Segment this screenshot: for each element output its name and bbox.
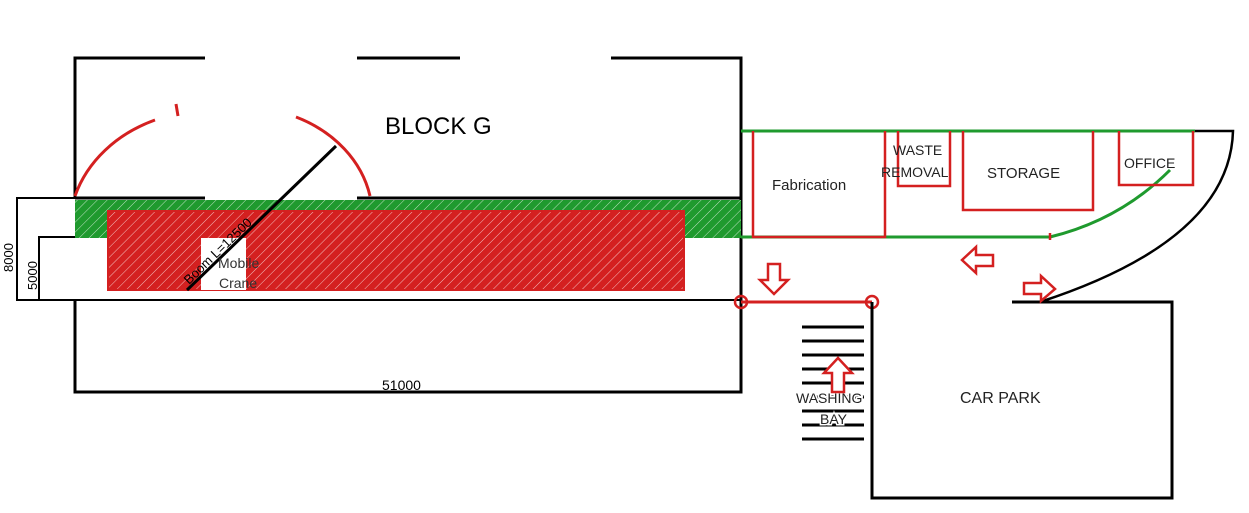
waste-removal-label-2: REMOVAL: [881, 164, 949, 180]
crane-zone: [107, 210, 685, 291]
arrow-down-icon: [756, 262, 792, 296]
arrow-up-icon: [821, 356, 855, 394]
storage-label: STORAGE: [987, 165, 1060, 182]
office-label: OFFICE: [1124, 155, 1175, 171]
arrow-right-icon: [1022, 273, 1057, 304]
fabrication-label: Fabrication: [772, 177, 846, 194]
washing-bay-label-1: WASHING: [796, 390, 862, 406]
slab-outline: [16, 197, 741, 301]
door-swing-arcs: [73, 103, 372, 197]
arrow-left-icon: [960, 244, 995, 276]
site-entrance: [733, 294, 880, 310]
traffic-arrows: [756, 244, 1057, 394]
block-g-outline: [73, 56, 743, 394]
dimension-width-inner: 5000: [25, 261, 40, 290]
car-park-outline: [870, 300, 1174, 500]
mobile-crane-label-2: Crane: [219, 275, 257, 291]
crane-boom: [185, 144, 338, 292]
dimension-length: 51000: [382, 377, 421, 393]
dimension-width-outer: 8000: [1, 243, 16, 272]
facility-boxes: [751, 131, 1195, 240]
waste-removal-label-1: WASTE: [893, 142, 942, 158]
car-park-label: CAR PARK: [960, 390, 1041, 407]
washing-bay-label-2: BAY: [820, 411, 848, 427]
mobile-crane-label-1: Mobile: [218, 255, 259, 271]
block-g-label: BLOCK G: [385, 113, 492, 140]
